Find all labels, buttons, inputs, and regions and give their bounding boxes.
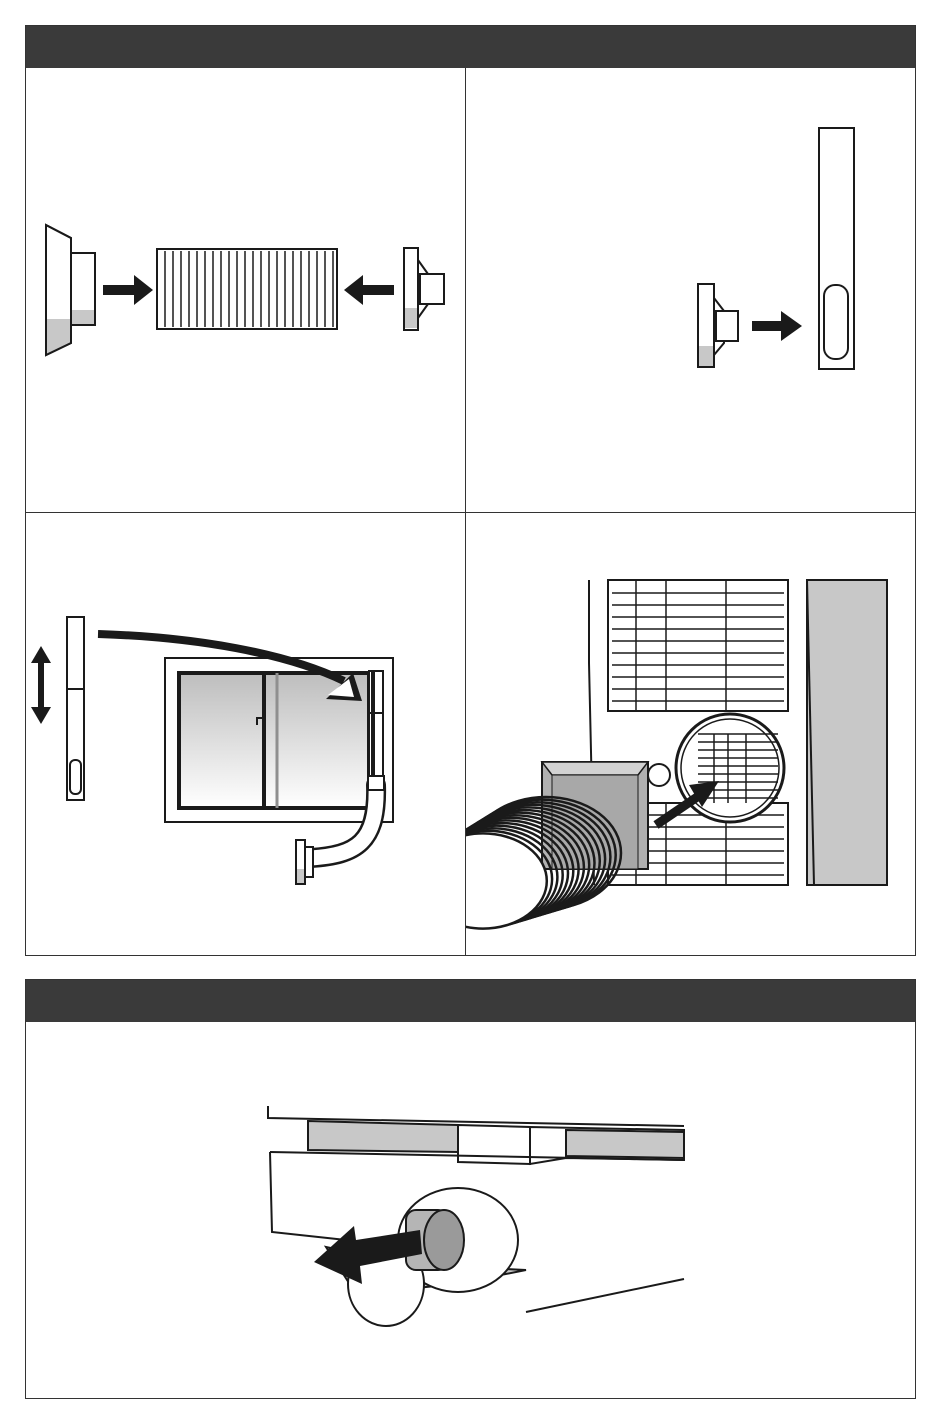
panel-hose-to-window-slider [466,68,915,512]
unit-adapter-connector [404,248,444,330]
push-arrow-icon [344,275,394,305]
exhaust-hose [157,249,337,329]
window-frame [165,658,393,822]
unit-exhaust-illustration [466,513,915,955]
screw-hole [648,764,670,786]
window-installation-illustration [26,513,465,955]
push-arrow-icon [752,311,802,341]
upper-grille [608,580,788,711]
installation-section-header [26,26,915,68]
push-arrow-icon [103,275,153,305]
hose-assembly-illustration [26,68,465,512]
drain-section-header [26,980,915,1022]
unit-adapter-connector [296,840,313,884]
panel-hose-assembly [26,68,465,512]
panel-drain-plug-removal [26,1022,915,1398]
installation-section [25,25,916,956]
drain-plug-illustration [26,1022,915,1398]
panel-slider-in-window [26,513,465,955]
drain-section [25,979,916,1399]
window-adapter-connector [46,225,95,355]
bidirectional-arrow-icon [31,646,51,724]
exhaust-hose-moving [516,285,698,365]
unit-adapter-connector [698,284,738,367]
window-slider-panel [819,128,854,369]
window-slider-panel [67,617,84,800]
hose-to-slider-illustration [466,68,915,512]
panel-hose-to-unit-exhaust [466,513,915,955]
